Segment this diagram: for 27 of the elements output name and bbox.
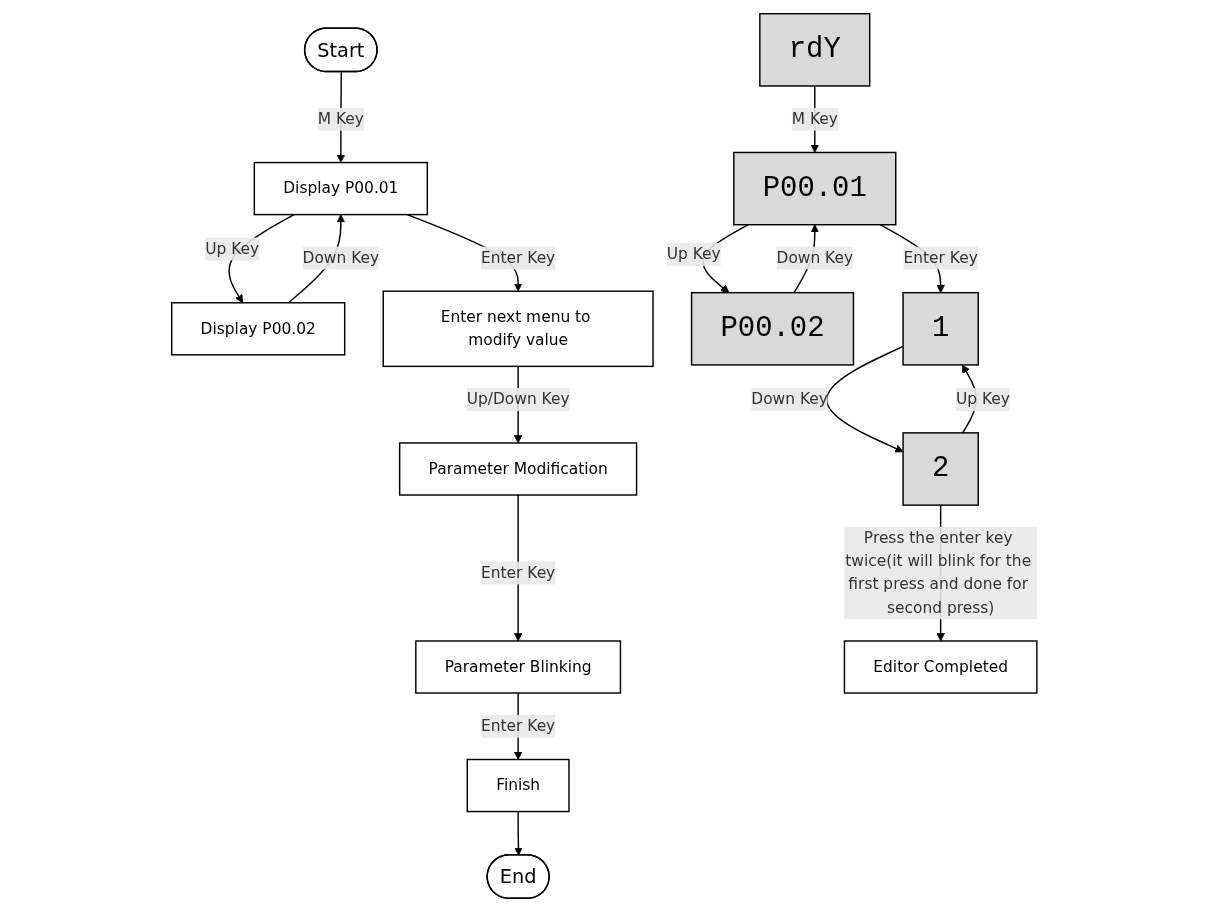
node-box: rdY	[758, 13, 871, 87]
edge-label: M Key	[791, 109, 838, 128]
arrow	[513, 810, 523, 856]
edge-label: Down Key	[776, 248, 853, 267]
node-box: Display P00.02	[170, 302, 346, 356]
edge-label: Up Key	[204, 239, 259, 258]
edge-label: Up Key	[955, 390, 1010, 409]
node-box: Enter next menu to modify value	[382, 290, 654, 368]
edge-label: Down Key	[750, 389, 828, 409]
node-box: Editor Completed	[843, 640, 1038, 694]
node-box: 2	[901, 432, 979, 506]
edge-label: Enter Key	[903, 248, 978, 267]
edge-label: Enter Key	[480, 248, 555, 267]
node-box: Parameter Blinking	[414, 640, 621, 694]
edge-label: Enter Key	[480, 716, 555, 735]
node-box: Display P00.01	[253, 161, 428, 216]
edge-label: Up/Down Key	[466, 390, 570, 409]
node-box: P00.02	[690, 291, 854, 366]
node-box: 1	[901, 291, 979, 366]
edge-label: Enter Key	[480, 563, 555, 582]
edge-label: Down Key	[302, 248, 379, 267]
edge-label: Up Key	[666, 244, 721, 264]
edge-label: Press the enter key twice(it will blink for the first press and done for second press)	[844, 528, 1031, 617]
edge-label: M Key	[317, 109, 364, 128]
node-box: Parameter Modification	[398, 442, 637, 496]
node-box: Finish	[466, 758, 570, 813]
node-box: P00.01	[732, 151, 897, 226]
